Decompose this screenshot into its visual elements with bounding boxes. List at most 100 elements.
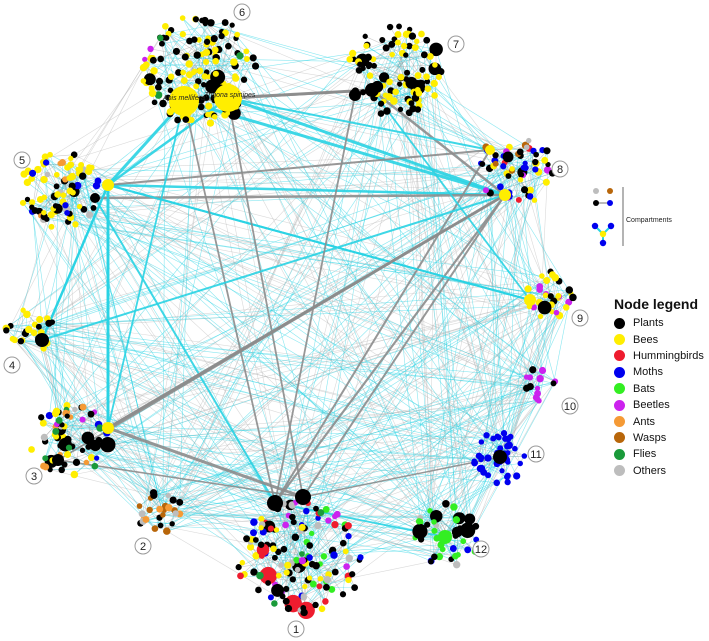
background-edge — [510, 381, 556, 437]
intra-edge — [481, 438, 509, 458]
node-bees — [426, 52, 434, 60]
node-plants — [518, 171, 525, 178]
background-edge — [66, 405, 421, 519]
background-edge — [38, 289, 570, 328]
node-plants — [408, 32, 417, 40]
node-plants — [167, 87, 174, 94]
species-label-layer: Apis mellifera Trigona spinipes — [162, 92, 256, 102]
node-plants — [81, 431, 95, 445]
node-flies — [65, 444, 73, 451]
background-edge — [139, 169, 548, 507]
node-plants — [331, 568, 339, 576]
intra-edge — [20, 310, 24, 342]
strong-edge — [57, 459, 304, 498]
node-bees — [258, 525, 264, 531]
background-edge — [204, 76, 344, 544]
node-wasps — [136, 503, 143, 509]
compartment-number-3: 3 — [25, 467, 43, 485]
node-bees — [392, 88, 399, 96]
strong-edge — [371, 89, 506, 196]
node-bees — [63, 450, 72, 459]
node-plants — [404, 69, 411, 76]
node-plants — [419, 66, 426, 73]
strong-edge — [94, 193, 506, 200]
node-plants — [199, 17, 205, 24]
node-bees — [537, 313, 544, 320]
background-edge — [172, 274, 553, 525]
node-moths — [315, 515, 321, 521]
svg-text:4: 4 — [9, 360, 15, 372]
node-bees — [36, 315, 44, 324]
intra-edge — [189, 40, 236, 79]
node-bats — [452, 552, 459, 560]
background-edge — [6, 330, 527, 378]
node-plants — [265, 580, 271, 586]
node-bees — [346, 56, 354, 63]
node-bees — [549, 271, 556, 279]
background-edge — [45, 156, 438, 518]
intra-edge — [319, 543, 344, 587]
node-plants — [193, 51, 201, 59]
strong-edge — [274, 149, 491, 504]
background-edge — [383, 77, 543, 371]
background-edge — [54, 194, 58, 435]
node-plants — [290, 519, 297, 526]
node-bees — [41, 194, 48, 201]
background-edge — [72, 192, 527, 378]
intra-edge — [317, 525, 321, 579]
background-edge — [532, 312, 557, 370]
node-bees — [414, 87, 421, 94]
node-plants — [151, 99, 158, 106]
intra-edge — [168, 22, 226, 35]
legend-label-ants: Ants — [633, 415, 656, 428]
node-moths — [475, 452, 483, 460]
node-plants — [424, 78, 431, 85]
node-plants — [526, 382, 534, 391]
intra-edge — [500, 174, 522, 188]
node-moths — [500, 429, 508, 437]
node-plants — [53, 183, 60, 190]
node-plants — [150, 491, 158, 499]
intra-edge — [39, 195, 64, 212]
node-plants — [38, 414, 45, 421]
intra-edge — [297, 569, 304, 596]
intra-edge — [201, 20, 245, 80]
background-edge — [37, 337, 60, 421]
background-edge — [62, 162, 480, 457]
node-bees — [206, 119, 215, 127]
background-edge — [535, 164, 549, 398]
node-others — [288, 501, 295, 508]
node-plants — [159, 40, 165, 47]
node-plants — [284, 604, 293, 613]
node-bees — [185, 71, 193, 79]
node-plants — [255, 586, 262, 594]
background-edge — [301, 275, 543, 555]
hub-node-bats — [438, 530, 452, 544]
node-bees — [75, 166, 81, 173]
node-plants — [283, 585, 290, 592]
node-moths — [464, 546, 472, 554]
node-flies — [256, 571, 264, 580]
hub-node-bees — [102, 179, 114, 191]
background-edge — [215, 45, 405, 75]
node-plants — [172, 47, 180, 55]
node-plants — [464, 513, 476, 525]
node-plants — [87, 410, 95, 418]
intra-edge — [507, 455, 525, 483]
node-moths — [484, 454, 492, 462]
background-edge — [57, 185, 78, 438]
intra-edge — [374, 56, 431, 67]
node-plants — [306, 542, 314, 549]
background-edge — [153, 388, 538, 493]
compartments-key-label: Compartments — [626, 217, 672, 224]
node-plants — [251, 62, 260, 70]
node-plants — [200, 81, 207, 88]
node-bees — [531, 197, 538, 203]
background-edge — [214, 116, 556, 382]
background-edge — [201, 54, 482, 460]
legend-label-moths: Moths — [633, 366, 663, 379]
node-bees — [273, 527, 280, 533]
node-ants — [83, 459, 90, 466]
background-edge — [43, 91, 396, 467]
